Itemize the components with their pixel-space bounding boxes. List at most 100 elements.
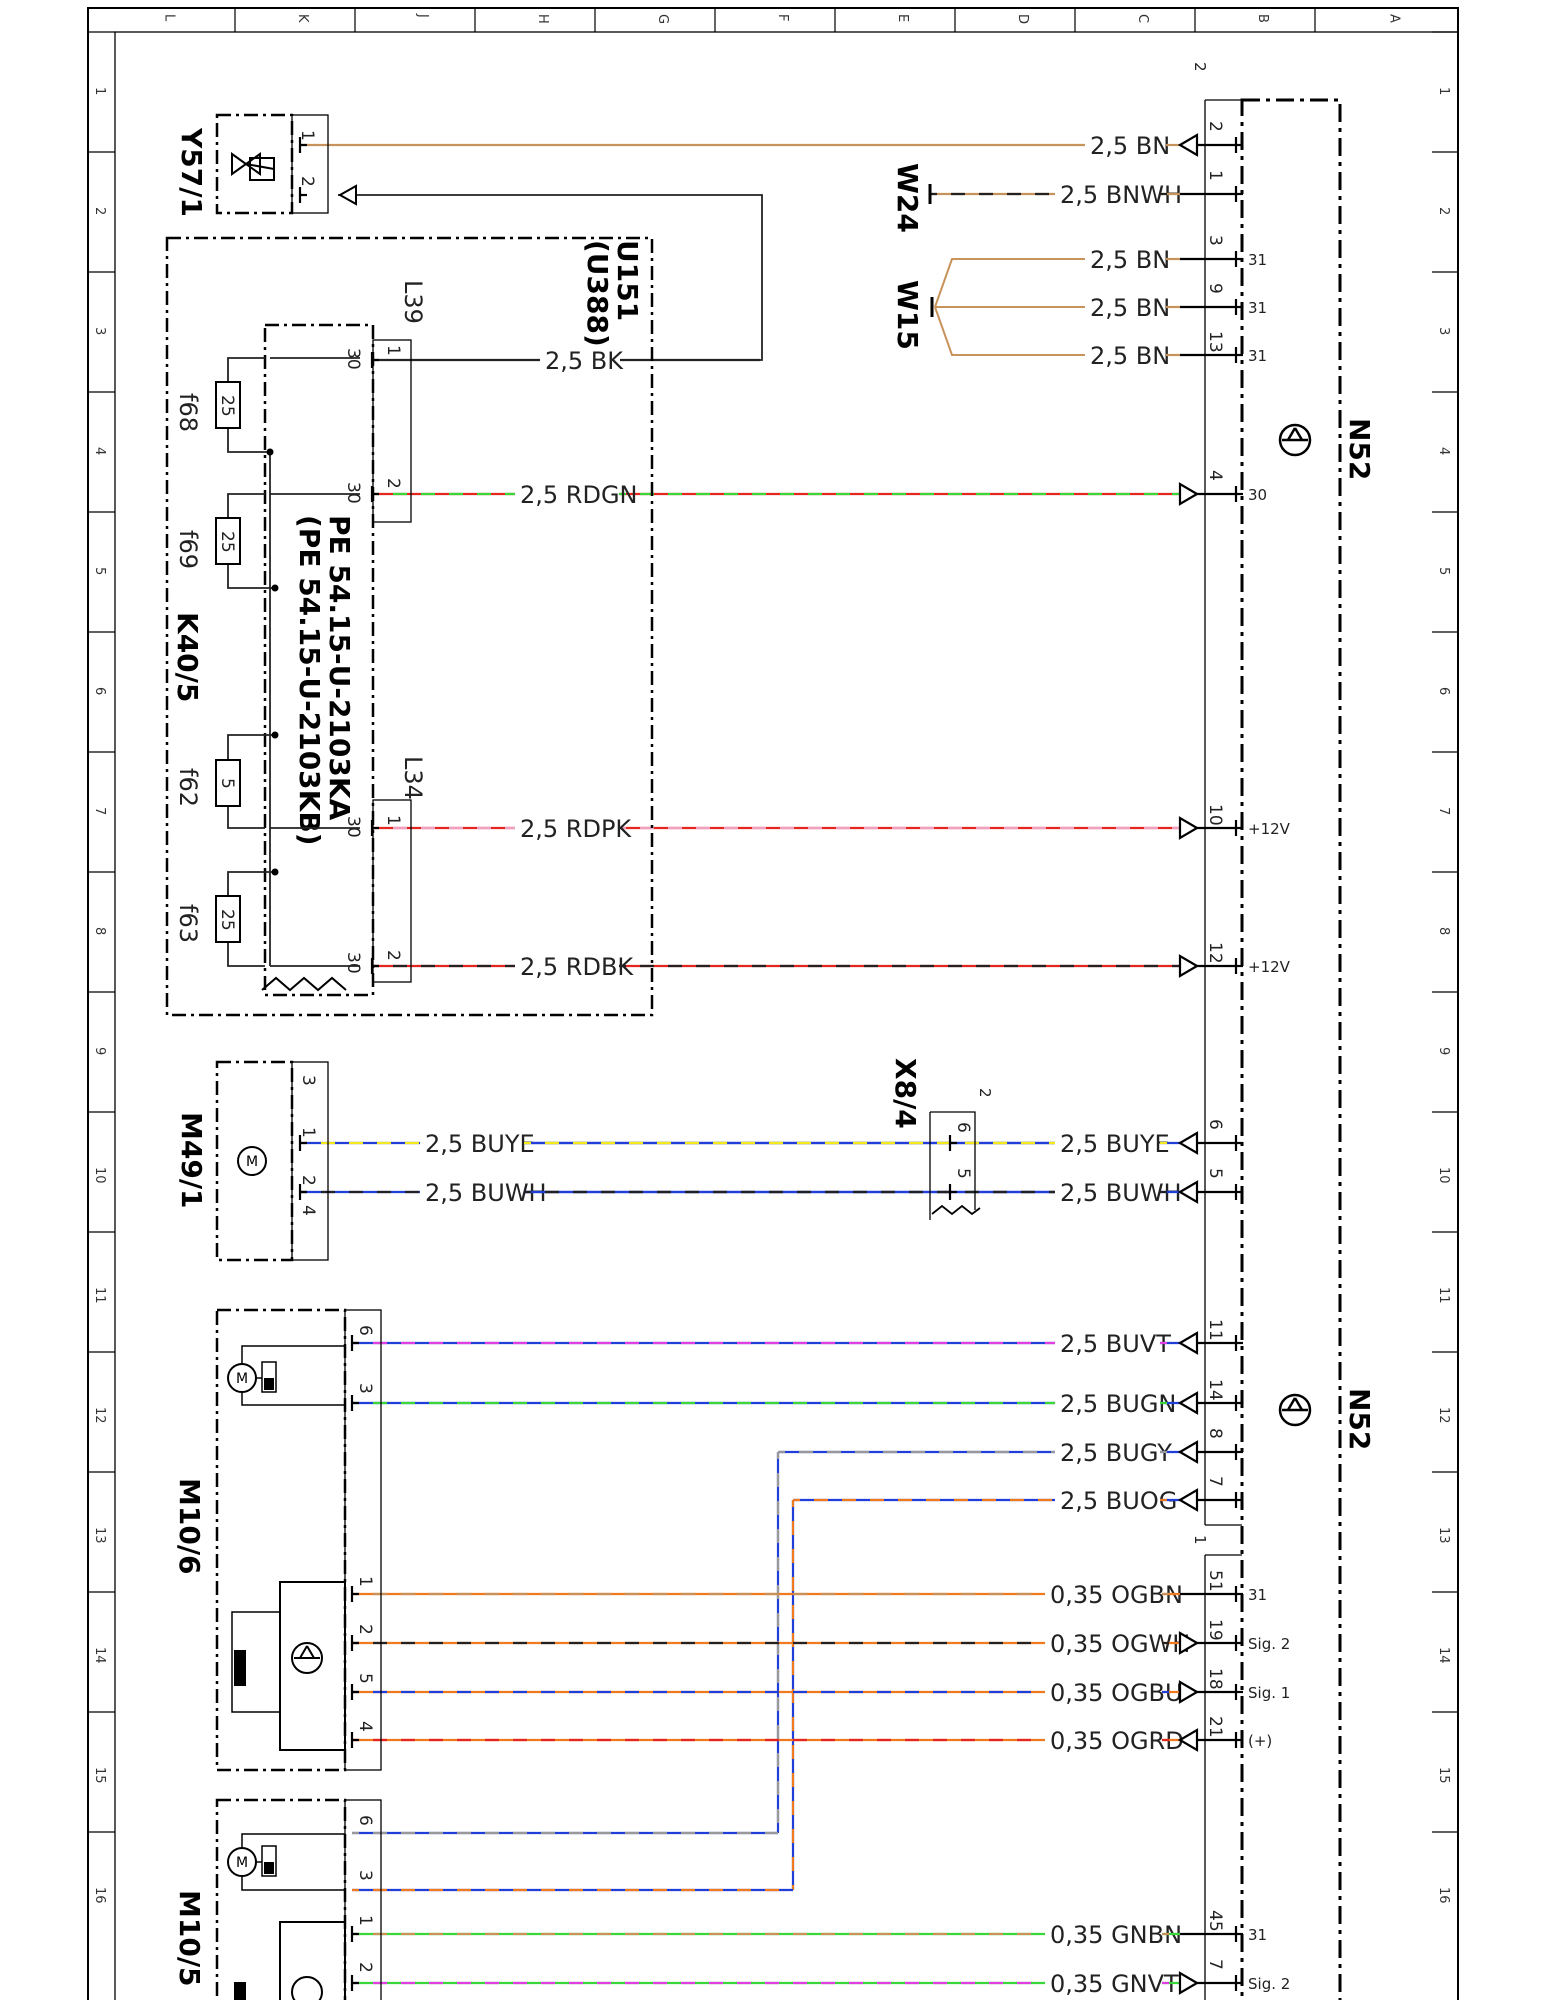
grid-col-H: H — [535, 14, 550, 24]
sheet-ref-m10: 1 — [1191, 1535, 1209, 1545]
wire-label-w20: 0,35 GNBN — [1050, 1921, 1182, 1949]
n52-pin-w16: 51 — [1205, 1570, 1225, 1592]
wire-label-w07: 2,5 RDGN — [520, 481, 638, 509]
arrow-w15 — [1177, 1488, 1199, 1512]
w24-label: W24 — [891, 163, 924, 233]
grid-row-right-5: 5 — [1436, 567, 1451, 575]
m105-motor-icon: M — [227, 1833, 345, 1891]
n52-pin-w01: 2 — [1205, 121, 1225, 132]
m106-pin-1: 1 — [355, 1576, 375, 1587]
arrow-w21 — [1178, 1971, 1200, 1995]
n52-pin-w21: 7 — [1205, 1959, 1225, 1970]
m106-pin-6: 6 — [355, 1325, 375, 1336]
wire-label-w14: 2,5 BUGY — [1060, 1439, 1172, 1467]
fuse-f68-name: f68 — [174, 393, 202, 432]
y57-pin-box — [291, 114, 329, 214]
grid-row-right-3: 3 — [1436, 327, 1451, 335]
n52-pin-w05: 13 — [1205, 331, 1225, 353]
fuse-f63-rating: 25 — [217, 909, 237, 931]
grid-row-right-15: 15 — [1436, 1767, 1451, 1784]
grid-row-left-13: 13 — [92, 1527, 107, 1544]
grid-col-F: F — [775, 14, 790, 21]
l34-pin-30a: 30 — [343, 816, 363, 838]
l34-pin-30b: 30 — [343, 952, 363, 974]
grid-col-B: B — [1255, 14, 1270, 23]
fuse-f62-name: f62 — [174, 768, 202, 807]
arrow-w01 — [1177, 133, 1199, 157]
n52-func-w04: 31 — [1248, 299, 1267, 317]
x84-pin-6: 6 — [953, 1122, 973, 1133]
n52-pin-w08: 10 — [1205, 804, 1225, 826]
m106-motor-icon: M — [227, 1345, 345, 1406]
n52-func-w18: Sig. 1 — [1248, 1684, 1290, 1702]
n52-func-w09: +12V — [1248, 958, 1291, 976]
grid-row-left-12: 12 — [92, 1407, 107, 1424]
m49-pin-box — [291, 1061, 329, 1261]
sheet-ref-top: 2 — [1191, 62, 1209, 72]
l34-pin-1: 1 — [383, 815, 403, 826]
m49-pin-3: 3 — [298, 1075, 318, 1086]
grid-row-left-9: 9 — [92, 1047, 107, 1055]
grid-row-right-1: 1 — [1436, 87, 1451, 95]
grid-row-right-12: 12 — [1436, 1407, 1451, 1424]
x84-break-mark — [931, 1204, 981, 1216]
y57-pin-1: 1 — [297, 130, 317, 141]
svg-text:M: M — [236, 1855, 248, 1871]
grid-col-D: D — [1015, 14, 1030, 24]
n52-pin-w20: 45 — [1205, 1910, 1225, 1932]
grid-row-left-8: 8 — [92, 927, 107, 935]
arrow-w17 — [1178, 1631, 1200, 1655]
m106-pin-4: 4 — [355, 1721, 375, 1732]
l39-pin-2: 2 — [383, 478, 403, 489]
grid-row-right-4: 4 — [1436, 447, 1451, 455]
fuse-f62: 5 f62 — [174, 759, 241, 807]
arrow-w18 — [1178, 1680, 1200, 1704]
n52-func-w20: 31 — [1248, 1926, 1267, 1944]
grid-row-left-15: 15 — [92, 1767, 107, 1784]
l39-pin-1: 1 — [383, 345, 403, 356]
grid-col-G: G — [655, 14, 670, 24]
pe-ref-1: PE 54.15-U-2103KA — [323, 515, 356, 821]
u151-label: U151 — [611, 240, 644, 321]
m106-sensor-icon — [231, 1581, 346, 1751]
grid-row-right-8: 8 — [1436, 927, 1451, 935]
wire-label-w16: 0,35 OGBN — [1050, 1581, 1183, 1609]
n52-pin-w04: 9 — [1205, 283, 1225, 294]
fuse-f68: 25 f68 — [174, 381, 241, 432]
n52-func-w17: Sig. 2 — [1248, 1635, 1290, 1653]
grid-row-right-13: 13 — [1436, 1527, 1451, 1544]
l34-label: L34 — [399, 756, 427, 800]
m106-pin-box — [344, 1309, 382, 1771]
l39-bracket — [372, 339, 412, 523]
grid-row-left-1: 1 — [92, 87, 107, 95]
n52-func-w21: Sig. 2 — [1248, 1975, 1290, 1993]
u388-label: (U388) — [581, 240, 614, 347]
n52-pin-w14: 8 — [1205, 1428, 1225, 1439]
x84-label: X8/4 — [889, 1058, 922, 1129]
fuse-f69-name: f69 — [174, 530, 202, 569]
m105-sensor-icon — [234, 1921, 346, 2000]
u151-box — [165, 236, 654, 1017]
grid-col-L: L — [162, 14, 177, 22]
arrow-w13 — [1177, 1391, 1199, 1415]
grid-row-right-16: 16 — [1436, 1887, 1451, 1904]
y57-pin-2: 2 — [297, 176, 317, 187]
n52-pin-w18: 18 — [1205, 1668, 1225, 1690]
wire-label-w19: 0,35 OGRD — [1050, 1727, 1184, 1755]
n52-func-w03: 31 — [1248, 251, 1267, 269]
wire-label-w05: 2,5 BN — [1090, 342, 1170, 370]
n52-func-w07: 30 — [1248, 486, 1267, 504]
fuse-f63: 25 f63 — [174, 895, 241, 943]
grid-row-left-16: 16 — [92, 1887, 107, 1904]
m106-pin-3: 3 — [355, 1383, 375, 1394]
grid-row-left-11: 11 — [92, 1287, 107, 1304]
m105-pin-1: 1 — [355, 1915, 375, 1926]
transistor-symbol-top — [1278, 423, 1312, 457]
l34-pin-2: 2 — [383, 950, 403, 961]
svg-text:M: M — [236, 1371, 248, 1387]
n52-pin-w02: 1 — [1205, 170, 1225, 181]
motor-icon: M — [237, 1146, 267, 1176]
arrow-w10 — [1177, 1131, 1199, 1155]
